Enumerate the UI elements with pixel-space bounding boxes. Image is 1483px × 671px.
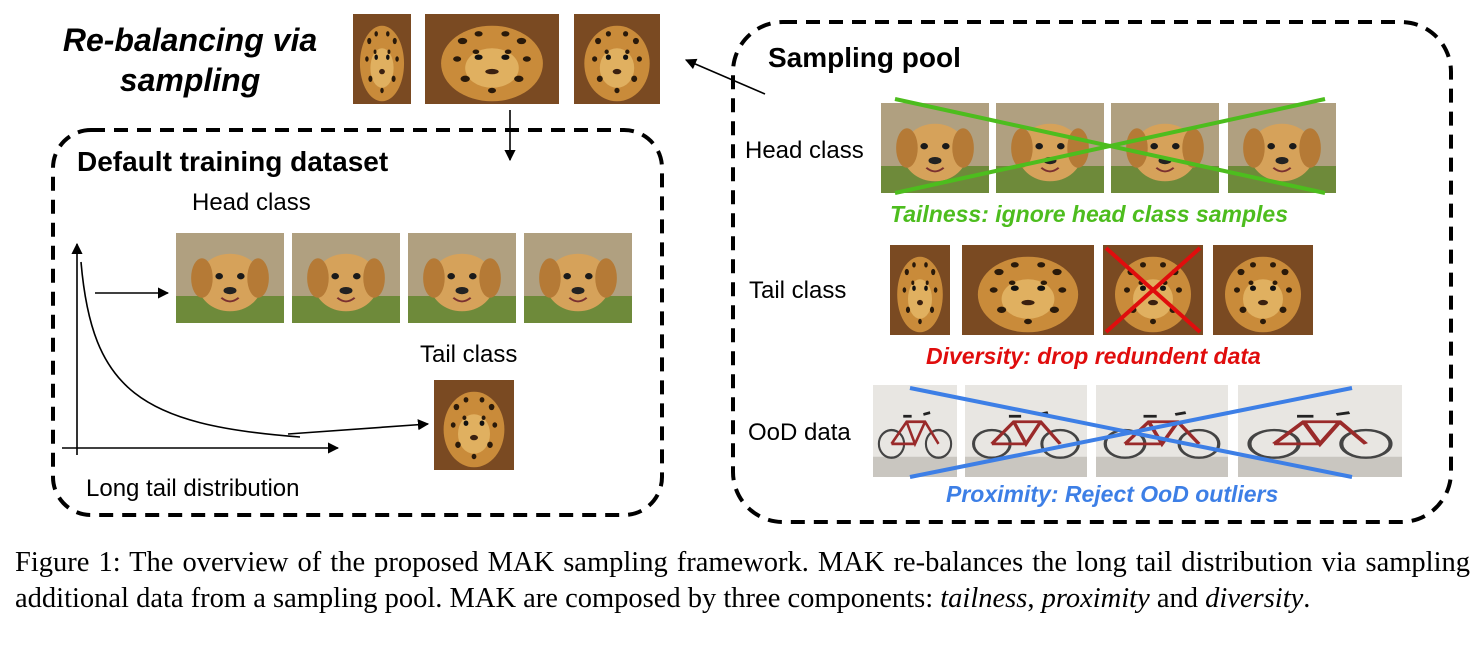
pool-box-title: Sampling pool — [768, 42, 961, 73]
proximity-criterion: Proximity: Reject OoD outliers — [946, 481, 1279, 507]
pool-ood-label: OoD data — [748, 419, 851, 446]
tailness-criterion: Tailness: ignore head class samples — [890, 201, 1288, 227]
tail-class-label: Tail class — [420, 341, 518, 368]
caption-text: The overview of the proposed MAK samplin… — [15, 547, 1470, 614]
default-dataset-box — [51, 128, 664, 517]
long-tail-curve — [80, 261, 301, 438]
diversity-cross — [1104, 246, 1202, 334]
caption-prefix: Figure 1: — [15, 547, 121, 578]
caption-end: . — [1303, 583, 1311, 614]
pool-head-label: Head class — [745, 137, 864, 164]
figure-lines-layer — [51, 20, 1453, 524]
caption-term-tailness: tailness — [940, 583, 1028, 614]
proximity-cross — [909, 386, 1353, 479]
caption-conj: and — [1156, 583, 1199, 614]
default-box-title: Default training dataset — [77, 146, 389, 177]
sampling-pool-box — [731, 20, 1453, 524]
diversity-criterion: Diversity: drop redundent data — [926, 343, 1261, 369]
figure-caption: Figure 1: The overview of the proposed M… — [15, 545, 1470, 617]
tailness-cross — [894, 97, 1326, 195]
caption-term-diversity: diversity — [1205, 583, 1304, 614]
head-class-label: Head class — [192, 189, 311, 216]
pool-tail-label: Tail class — [749, 277, 847, 304]
arrow-to-tail-image — [287, 419, 430, 435]
arrow-from-pool — [684, 58, 766, 95]
caption-sep: , — [1027, 583, 1035, 614]
caption-term-proximity: proximity — [1041, 583, 1150, 614]
figure-title: Re-balancing via sampling — [62, 22, 318, 98]
axis-label: Long tail distribution — [86, 475, 300, 502]
